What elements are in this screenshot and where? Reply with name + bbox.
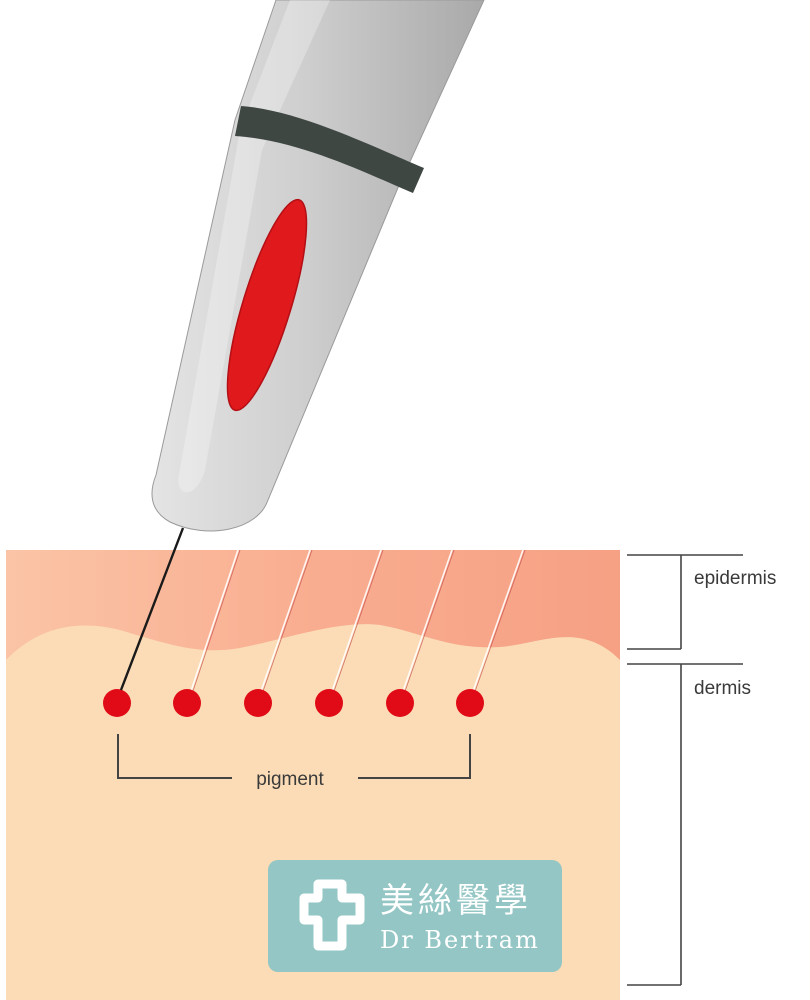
pen-highlight bbox=[178, 0, 330, 493]
logo-english-text: Dr Bertram bbox=[380, 926, 540, 954]
needle-track bbox=[187, 549, 239, 701]
logo-chinese-text: 美絲醫學 bbox=[380, 881, 532, 921]
cross-shape bbox=[299, 879, 365, 951]
pigment-dot-icon bbox=[386, 689, 414, 717]
brand-logo: 美絲醫學 Dr Bertram bbox=[268, 860, 562, 972]
pen-device-icon bbox=[151, 0, 485, 532]
needle-track bbox=[257, 549, 311, 701]
needle-track-edge bbox=[401, 549, 455, 701]
needle-track-edge bbox=[330, 549, 384, 701]
pen-band bbox=[235, 106, 424, 193]
epidermis-label: epidermis bbox=[694, 568, 776, 589]
pen-window bbox=[226, 198, 308, 412]
needle-track-edge bbox=[259, 549, 313, 701]
medical-cross-logo-icon bbox=[299, 879, 365, 951]
needle-tracks-shadow bbox=[189, 549, 526, 701]
pigment-label: pigment bbox=[256, 769, 324, 790]
needle-track-edge bbox=[189, 549, 241, 701]
pigment-bracket-left bbox=[117, 734, 232, 779]
pigment-dot-icon bbox=[244, 689, 272, 717]
needle-icon bbox=[119, 527, 185, 691]
pigment-bracket bbox=[117, 734, 471, 779]
pigment-dot-icon bbox=[103, 689, 131, 717]
needle-track bbox=[469, 549, 524, 701]
pigment-dot-icon bbox=[456, 689, 484, 717]
pigment-dots bbox=[103, 689, 484, 717]
needle-tracks bbox=[187, 549, 524, 701]
pigment-dot-icon bbox=[173, 689, 201, 717]
needle-track bbox=[399, 549, 453, 701]
pigment-dot-icon bbox=[315, 689, 343, 717]
needle-track-edge bbox=[471, 549, 526, 701]
needle-track bbox=[328, 549, 382, 701]
layer-brackets bbox=[627, 554, 743, 986]
dermis-label: dermis bbox=[694, 678, 751, 699]
pigment-bracket-right bbox=[358, 734, 471, 779]
